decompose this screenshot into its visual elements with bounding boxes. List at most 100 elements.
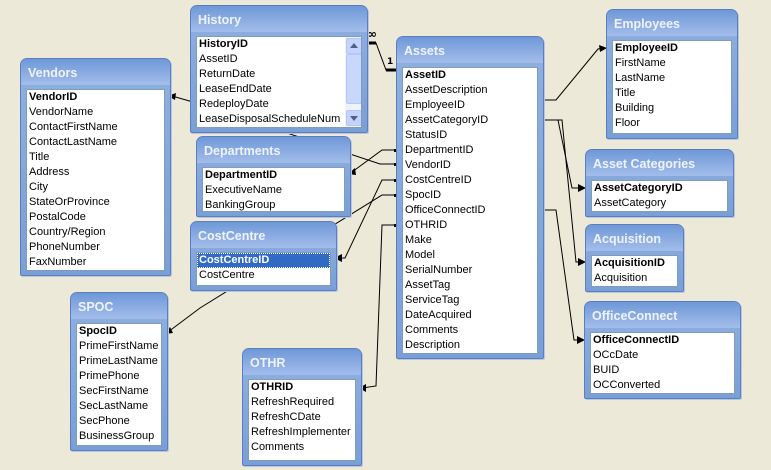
field-item[interactable]: PrimePhone	[79, 370, 140, 382]
field-item[interactable]: CostCentreID	[405, 174, 472, 186]
field-item[interactable]: Comments	[405, 324, 459, 336]
table-title[interactable]: Asset Categories	[586, 150, 733, 176]
table-title[interactable]: Departments	[197, 137, 350, 163]
field-item[interactable]: LeaseEndDate	[199, 83, 272, 95]
scroll-thumb[interactable]	[346, 54, 361, 104]
field-item[interactable]: OfficeConnectID	[405, 204, 486, 216]
field-list[interactable]: AssetCategoryID AssetCategory	[591, 180, 728, 212]
field-item[interactable]: BankingGroup	[205, 199, 276, 211]
field-item[interactable]: LeaseDisposalScheduleNum	[199, 113, 341, 125]
primary-key-field[interactable]: AssetID	[405, 69, 446, 81]
field-item[interactable]: SpocID	[405, 189, 442, 201]
primary-key-field[interactable]: OTHRID	[251, 381, 294, 393]
field-item[interactable]: FirstName	[615, 57, 666, 69]
field-item[interactable]: Comments	[251, 441, 305, 453]
primary-key-field[interactable]: CostCentreID	[197, 253, 330, 268]
field-item[interactable]: AssetTag	[405, 279, 451, 291]
field-item[interactable]: PrimeFirstName	[79, 340, 159, 352]
field-item[interactable]: SerialNumber	[405, 264, 473, 276]
field-item[interactable]: Title	[615, 87, 636, 99]
field-item[interactable]: Address	[29, 166, 70, 178]
field-item[interactable]: DepartmentID	[405, 144, 474, 156]
field-item[interactable]: StateOrProvince	[29, 196, 110, 208]
field-item[interactable]: OTHRID	[405, 219, 448, 231]
primary-key-field[interactable]: EmployeeID	[615, 42, 678, 54]
field-item[interactable]: OCConverted	[593, 379, 661, 391]
field-item[interactable]: Description	[405, 339, 461, 351]
field-item[interactable]: ExecutiveName	[205, 184, 283, 196]
primary-key-field[interactable]: VendorID	[29, 91, 78, 103]
primary-key-field[interactable]: SpocID	[79, 325, 117, 337]
field-item[interactable]: StatusID	[405, 129, 448, 141]
field-item[interactable]: AssetCategoryID	[405, 114, 489, 126]
field-item[interactable]: VendorName	[29, 106, 94, 118]
table-title[interactable]: History	[191, 6, 367, 32]
table-title[interactable]: Employees	[607, 10, 737, 36]
field-item[interactable]: Building	[615, 102, 655, 114]
field-item[interactable]: Model	[405, 249, 435, 261]
table-title[interactable]: Acquisition	[586, 225, 683, 251]
field-item[interactable]: RedeployDate	[199, 98, 269, 110]
primary-key-field[interactable]: AssetCategoryID	[594, 182, 683, 194]
field-item[interactable]: Title	[29, 151, 50, 163]
table-title[interactable]: OfficeConnect	[585, 302, 740, 328]
field-item[interactable]: RefreshCDate	[251, 411, 321, 423]
primary-key-field[interactable]: AcquisitionID	[594, 257, 665, 269]
field-item[interactable]: DateAcquired	[405, 309, 472, 321]
field-item[interactable]: AssetCategory	[594, 197, 667, 209]
primary-key-field[interactable]: HistoryID	[199, 38, 248, 50]
field-item[interactable]: PhoneNumber	[29, 241, 100, 253]
field-item[interactable]: Make	[405, 234, 432, 246]
scroll-up-icon[interactable]	[346, 38, 361, 54]
table-title[interactable]: OTHR	[243, 349, 361, 375]
field-item[interactable]: AssetID	[199, 53, 238, 65]
primary-key-field[interactable]: OfficeConnectID	[593, 334, 680, 346]
field-item[interactable]: SecLastName	[79, 400, 149, 412]
field-item[interactable]: ServiceTag	[405, 294, 460, 306]
scrollbar[interactable]	[345, 37, 361, 127]
field-item[interactable]: ContactLastName	[29, 136, 118, 148]
field-item[interactable]: PrimeLastName	[79, 355, 158, 367]
field-item[interactable]: AssetDescription	[405, 84, 488, 96]
field-item[interactable]: SecPhone	[79, 415, 130, 427]
field-item[interactable]: OCcDate	[593, 349, 639, 361]
field-item[interactable]: Floor	[615, 117, 641, 129]
field-item[interactable]: FaxNumber	[29, 256, 87, 268]
field-item[interactable]: City	[29, 181, 48, 193]
table-title[interactable]: SPOC	[71, 293, 167, 319]
field-item[interactable]: ReturnDate	[199, 68, 256, 80]
table-title[interactable]: CostCentre	[191, 222, 336, 248]
primary-key-field[interactable]: DepartmentID	[205, 169, 278, 181]
field-item[interactable]: PostalCode	[29, 211, 86, 223]
field-item[interactable]: RefreshImplementer	[251, 426, 351, 438]
field-item[interactable]: Country/Region	[29, 226, 106, 238]
field-item[interactable]: ContactFirstName	[29, 121, 118, 133]
table-title[interactable]: Assets	[397, 37, 543, 63]
field-item[interactable]: CostCentre	[199, 269, 255, 281]
table-title[interactable]: Vendors	[21, 59, 170, 85]
field-item[interactable]: LastName	[615, 72, 666, 84]
field-item[interactable]: BusinessGroup	[79, 430, 155, 442]
field-item[interactable]: BUID	[593, 364, 620, 376]
